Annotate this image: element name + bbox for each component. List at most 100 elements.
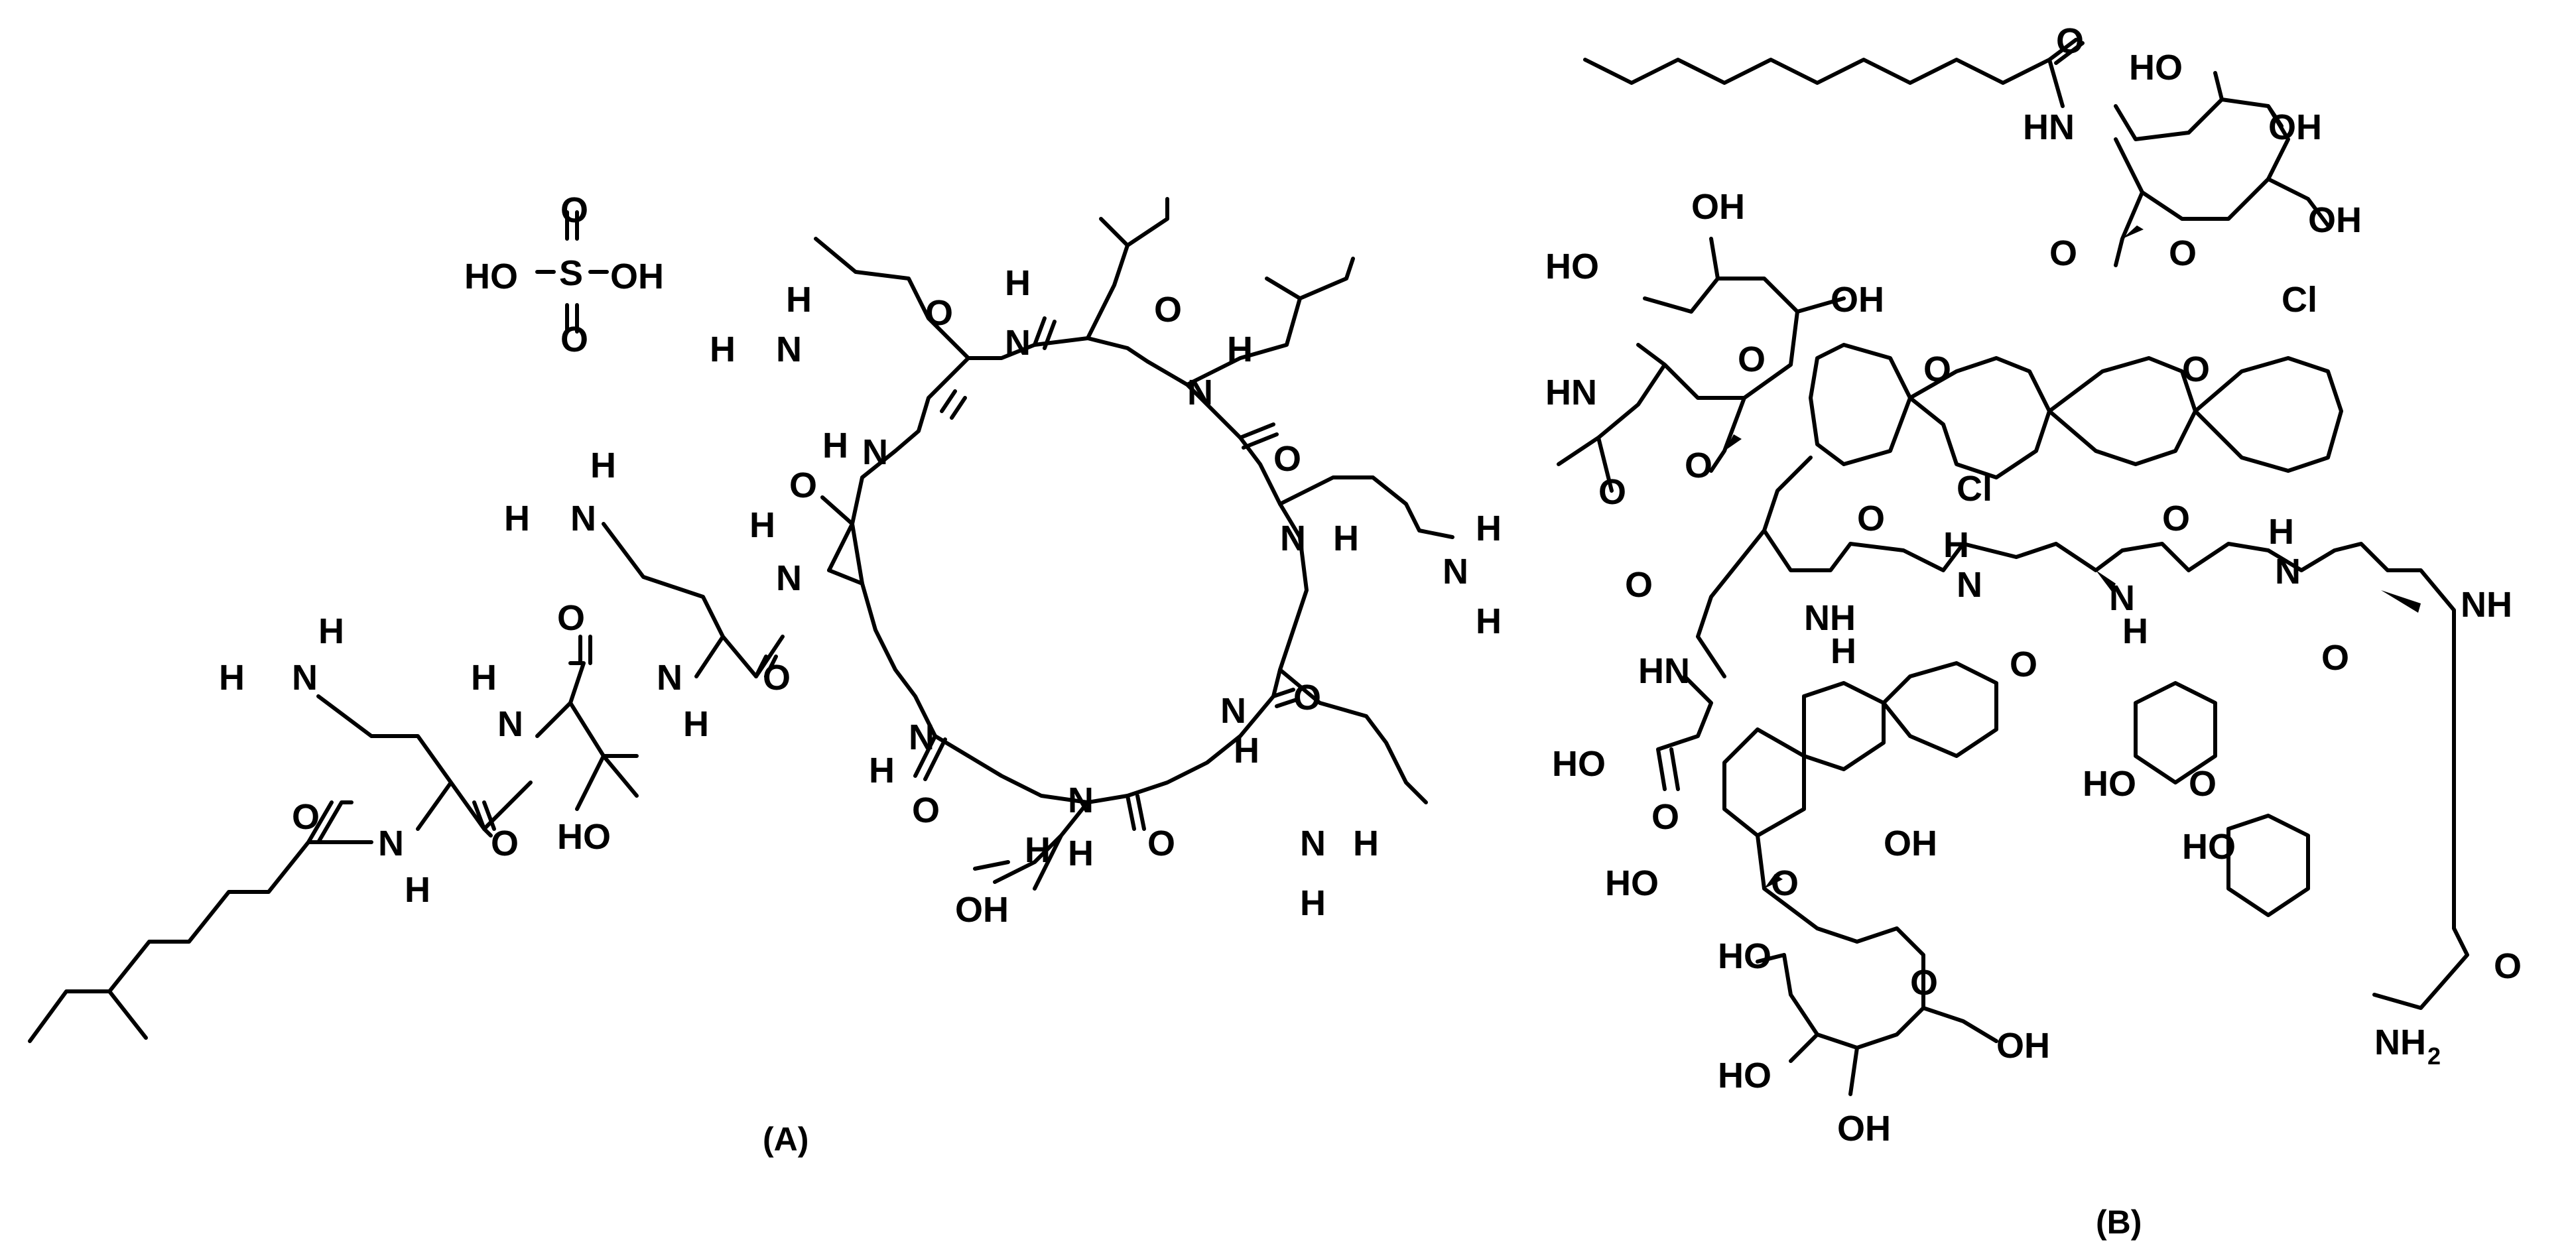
structure-b: O HN HO OH OH O O OH HO OH O HN O O O O … bbox=[1545, 21, 2522, 1241]
atom-label: O bbox=[557, 598, 585, 638]
atom-label: OH bbox=[1837, 1109, 1891, 1149]
atom-label: H bbox=[1333, 519, 1359, 558]
atom-label: NH bbox=[2374, 1023, 2426, 1062]
structure-a-atom-labels: HO S OH O O O N H H N H O H N HO O N H H… bbox=[219, 190, 1502, 930]
atom-label: H bbox=[2268, 512, 2294, 552]
atom-label: O bbox=[292, 797, 320, 837]
atom-label: HO bbox=[1718, 936, 1771, 976]
atom-label: H bbox=[405, 870, 430, 910]
atom-label: O bbox=[2169, 233, 2197, 273]
atom-label: H bbox=[1943, 525, 1969, 565]
atom-label: O bbox=[2189, 764, 2217, 804]
atom-label: HO bbox=[1718, 1056, 1771, 1096]
atom-label: HO bbox=[557, 817, 611, 857]
atom-label: O bbox=[2049, 233, 2077, 273]
atom-label: HN bbox=[1545, 373, 1597, 412]
atom-label: N bbox=[497, 704, 523, 744]
atom-label: O bbox=[2321, 638, 2349, 678]
atom-label: O bbox=[1651, 797, 1679, 837]
atom-label: O bbox=[1625, 565, 1653, 605]
atom-label: O bbox=[912, 790, 940, 830]
panel-label-a: (A) bbox=[763, 1121, 808, 1158]
atom-label: H bbox=[590, 446, 616, 485]
amine-nh2-label: NH 2 bbox=[2374, 1023, 2441, 1070]
atom-label: N bbox=[909, 718, 934, 757]
atom-label: HO bbox=[2129, 48, 2183, 88]
atom-label: O bbox=[925, 293, 953, 333]
atom-label: O bbox=[2162, 499, 2190, 538]
atom-label: O bbox=[560, 320, 588, 359]
atom-label: N bbox=[1005, 323, 1031, 363]
atom-label: O bbox=[1154, 290, 1182, 330]
atom-label: HO bbox=[1605, 863, 1659, 903]
atom-label: O bbox=[1273, 439, 1301, 479]
atom-label: N bbox=[776, 330, 802, 369]
atom-label: H bbox=[822, 426, 848, 466]
atom-label: H bbox=[1234, 731, 1259, 771]
atom-label: H bbox=[1476, 509, 1502, 548]
atom-label: HO bbox=[1552, 744, 1606, 784]
atom-label: O bbox=[763, 658, 791, 698]
structure-b-bonds bbox=[1557, 38, 2469, 1096]
atom-label: NH bbox=[1804, 598, 1856, 638]
atom-label: N bbox=[2109, 578, 2135, 618]
atom-label: H bbox=[1227, 330, 1253, 369]
atom-label: HO bbox=[2083, 764, 2136, 804]
atom-label: N bbox=[1220, 691, 1246, 731]
atom-label: OH bbox=[1831, 280, 1884, 320]
atom-label: O bbox=[2010, 645, 2037, 684]
structure-b-wedges bbox=[1724, 225, 2421, 889]
atom-label: N bbox=[378, 824, 404, 863]
atom-label: O bbox=[2056, 21, 2084, 61]
atom-label: OH bbox=[2268, 107, 2322, 147]
atom-label: H bbox=[471, 658, 497, 698]
atom-label: H bbox=[1831, 631, 1856, 671]
atom-label: O bbox=[1910, 963, 1938, 1003]
atom-label: O bbox=[1598, 472, 1626, 512]
atom-label: O bbox=[1771, 863, 1799, 903]
atom-label: O bbox=[1923, 349, 1951, 389]
structure-b-atom-labels: O HN HO OH OH O O OH HO OH O HN O O O O … bbox=[1545, 21, 2522, 1149]
atom-label: H bbox=[1353, 824, 1379, 863]
atom-label: H bbox=[710, 330, 736, 369]
atom-label: H bbox=[683, 704, 709, 744]
atom-label: H bbox=[869, 751, 895, 790]
atom-label: O bbox=[1857, 499, 1885, 538]
atom-label: NH bbox=[2461, 585, 2512, 625]
atom-label: S bbox=[559, 253, 583, 293]
atom-label: H bbox=[318, 611, 344, 651]
atom-label: H bbox=[1068, 834, 1094, 873]
atom-label: H bbox=[1476, 601, 1502, 641]
atom-label: N bbox=[2275, 552, 2301, 592]
atom-label: OH bbox=[2308, 200, 2362, 240]
atom-label: O bbox=[789, 466, 817, 505]
atom-label: HN bbox=[2023, 107, 2075, 147]
atom-label: OH bbox=[1996, 1026, 2050, 1066]
atom-label: N bbox=[1187, 373, 1213, 412]
atom-label: O bbox=[1738, 340, 1766, 379]
atom-label: N bbox=[1957, 565, 1982, 605]
atom-label: N bbox=[1300, 824, 1326, 863]
atom-label: OH bbox=[610, 257, 664, 296]
atom-label: N bbox=[1443, 552, 1468, 592]
atom-label: H bbox=[749, 505, 775, 545]
atom-label: H bbox=[1005, 263, 1031, 303]
atom-label: H bbox=[1025, 830, 1051, 870]
atom-label: N bbox=[1068, 781, 1094, 820]
atom-label: H bbox=[786, 280, 812, 320]
atom-label: HO bbox=[464, 257, 518, 296]
atom-label: HO bbox=[1545, 247, 1599, 286]
atom-label: O bbox=[1685, 446, 1712, 485]
atom-label: N bbox=[292, 658, 318, 698]
atom-label: O bbox=[2494, 946, 2522, 986]
panel-label-b: (B) bbox=[2096, 1204, 2142, 1241]
atom-label: HO bbox=[2182, 827, 2236, 867]
atom-label: N bbox=[1280, 519, 1306, 558]
atom-label-subscript: 2 bbox=[2427, 1042, 2441, 1070]
atom-label: H bbox=[1300, 883, 1326, 923]
atom-label: H bbox=[219, 658, 245, 698]
atom-label: OH bbox=[1884, 824, 1937, 863]
atom-label: O bbox=[1293, 678, 1321, 718]
atom-label: Cl bbox=[1957, 469, 1992, 509]
atom-label: O bbox=[560, 190, 588, 230]
